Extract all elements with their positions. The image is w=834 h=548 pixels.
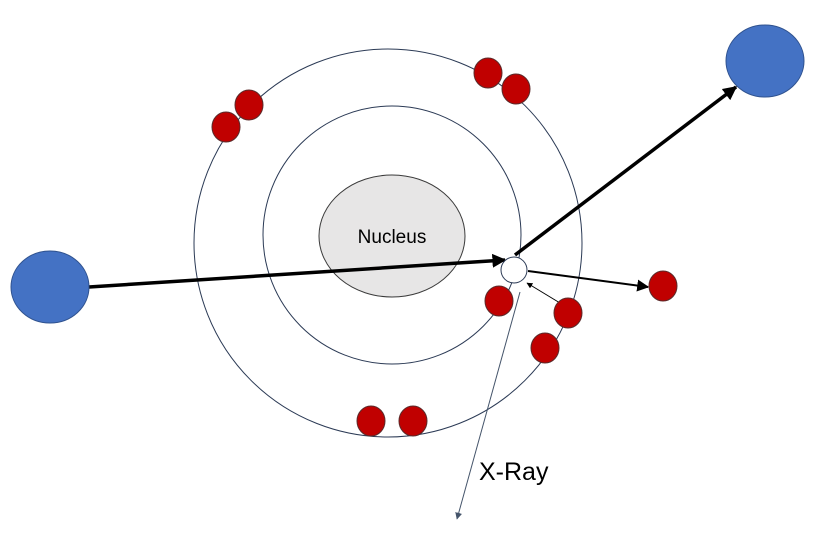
xray-label: X-Ray [479,458,549,486]
scattered-particle-arrow [513,85,738,257]
incident-particle [10,250,90,324]
electron [234,89,264,121]
electron-vacancy [500,256,528,284]
electron [553,297,583,329]
electron [501,73,531,105]
electron-transition-arrow [526,282,561,304]
electron [356,405,386,437]
electron [473,57,503,89]
inner-orbit [262,105,522,365]
ejected-electron-arrow [527,270,650,292]
electron [530,332,560,364]
electron [211,111,241,143]
xray-arrow [455,291,521,520]
inner-electron [484,285,514,317]
electron [398,405,428,437]
ejected-electron [648,270,678,302]
incoming-particle-arrow [88,253,507,289]
scattered-particle [725,24,805,98]
outer-orbit [193,48,583,438]
nucleus-label: Nucleus [358,227,427,248]
